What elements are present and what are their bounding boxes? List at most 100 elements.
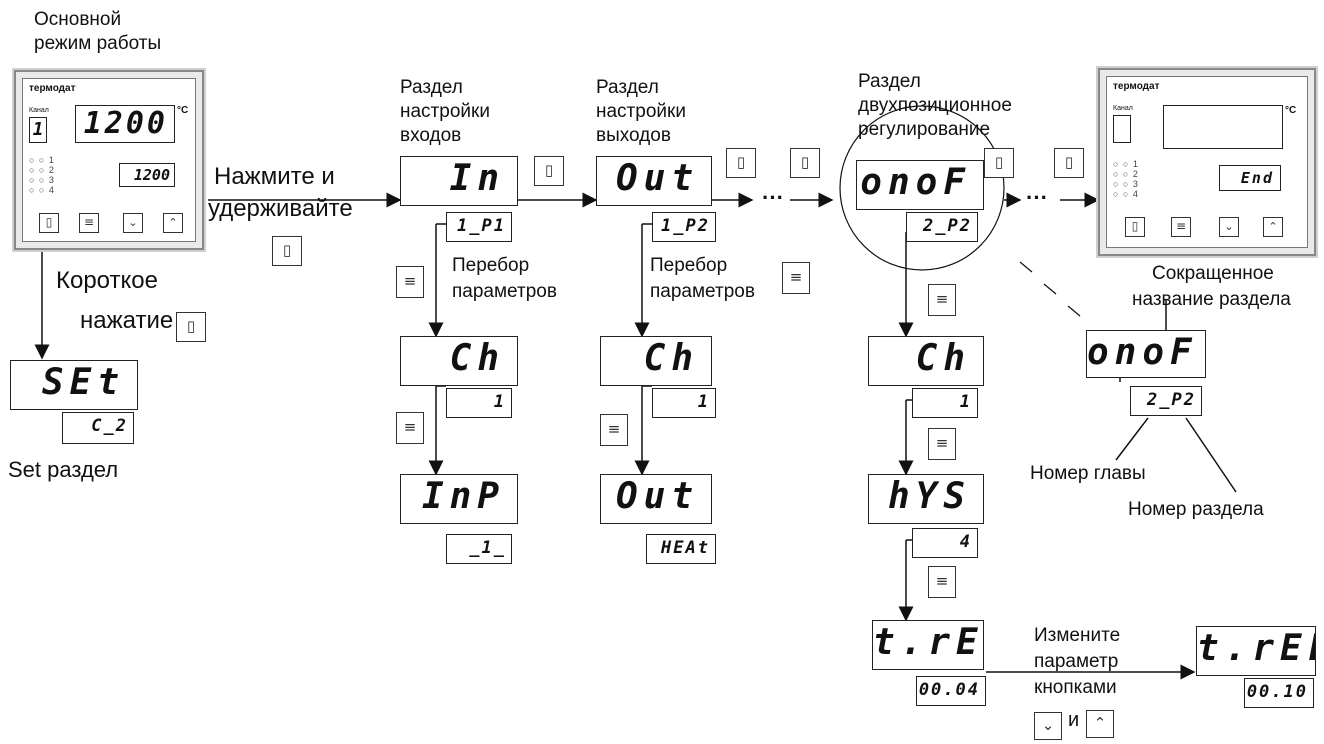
ellipsis-2: ··· [1026, 185, 1048, 210]
next-page-key: ▯ [790, 148, 820, 178]
page-button[interactable]: ▯ [1125, 217, 1145, 237]
menu-button-icon: ≡ [789, 268, 803, 286]
down-button[interactable]: ⌄ [123, 213, 143, 233]
inputs-menu-key: ≡ [396, 266, 424, 298]
page-button-icon: ▯ [800, 153, 810, 171]
set-display: SEt [10, 360, 138, 410]
down-arrow-button-icon: ⌄ [1224, 220, 1234, 233]
led-indicators: ○ ○ 1○ ○ 2○ ○ 3○ ○ 4 [29, 155, 55, 195]
outputs-display: Out [596, 156, 712, 206]
unit-label: °C [177, 105, 189, 116]
outputs-page-key: ▯ [726, 148, 756, 178]
ellipsis-1: ··· [762, 185, 784, 210]
end-page-key: ▯ [1054, 148, 1084, 178]
set-section-label: Set раздел [8, 457, 119, 482]
menu-button-icon: ≡ [1175, 219, 1187, 233]
channel-label: Канал [29, 107, 49, 114]
legend-section-sub-display: 2_P2 [1130, 386, 1202, 416]
up-arrow-button-icon: ⌃ [168, 216, 178, 229]
page-button-icon: ▯ [186, 317, 196, 335]
inputs-sub-display: 1_P1 [446, 212, 512, 242]
device-front-panel: термодат Канал 1 1200 °C ○ ○ 1○ ○ 2○ ○ 3… [14, 70, 204, 250]
main-mode-label: Основной [34, 9, 122, 30]
inputs-menu-key-2: ≡ [396, 412, 424, 444]
change-param-label-2: параметр [1034, 651, 1119, 672]
up-arrow-button-icon: ⌃ [1093, 714, 1107, 732]
led-indicators: ○ ○ 1○ ○ 2○ ○ 3○ ○ 4 [1113, 159, 1139, 199]
down-arrow-button-icon: ⌄ [1041, 716, 1055, 734]
outputs-sub-display: 1_P2 [652, 212, 716, 242]
outputs-section-label-2: настройки [596, 101, 686, 122]
down-arrow-button-icon: ⌄ [128, 216, 138, 229]
trel-display: t.rEL [872, 620, 984, 670]
inputs-page-key: ▯ [534, 156, 564, 186]
menu-button-icon: ≡ [403, 272, 417, 290]
onoff-page-key: ▯ [984, 148, 1014, 178]
set-sub-display: C_2 [62, 412, 134, 444]
channel-sub-display-1: 1 [446, 388, 512, 418]
hysteresis-display: hYS [868, 474, 984, 524]
outputs-menu-key-2: ≡ [600, 414, 628, 446]
menu-button-icon: ≡ [83, 215, 95, 229]
page-button-icon: ▯ [736, 153, 746, 171]
outputs-section-label-3: выходов [596, 125, 671, 146]
page-button-icon: ▯ [544, 161, 554, 179]
page-button-icon: ▯ [994, 153, 1004, 171]
page-button-icon: ▯ [45, 215, 53, 229]
channel-display-1: Ch [400, 336, 518, 386]
param-cycle-label-2b: параметров [650, 281, 755, 302]
press-hold-label: Нажмите и [214, 163, 335, 190]
brand-label: термодат [1113, 81, 1160, 92]
param-cycle-label-2a: Перебор [650, 255, 728, 276]
outputs-section-label-1: Раздел [596, 77, 659, 98]
param-cycle-label-1b: параметров [452, 281, 557, 302]
main-value-display [1163, 105, 1283, 149]
page-button-icon: ▯ [282, 241, 292, 259]
down-key: ⌄ [1034, 712, 1062, 740]
menu-button-icon: ≡ [935, 572, 949, 590]
short-press-label-2: нажатие [80, 307, 174, 334]
short-press-label: Короткое [56, 267, 158, 294]
main-mode-label-2: режим работы [34, 33, 162, 54]
up-button[interactable]: ⌃ [1263, 217, 1283, 237]
trel-new-display: t.rEL [1196, 626, 1316, 676]
menu-button-icon: ≡ [935, 434, 949, 452]
change-param-label-3: кнопками [1034, 677, 1117, 698]
onoff-section-label-2: двухпозиционное [858, 95, 1012, 116]
short-name-label-2: название раздела [1132, 289, 1291, 310]
short-name-label-1: Сокращенное [1152, 263, 1274, 284]
outputs-menu-key: ≡ [782, 262, 810, 294]
unit-label: °C [1285, 105, 1297, 116]
onoff-menu-key-3: ≡ [928, 566, 956, 598]
up-button[interactable]: ⌃ [163, 213, 183, 233]
main-value-display: 1200 [75, 105, 175, 143]
onoff-section-label-3: регулирование [858, 119, 991, 140]
inputs-section-label-1: Раздел [400, 77, 463, 98]
menu-button-icon: ≡ [935, 290, 949, 308]
device-front-panel-end: термодат Канал °C ○ ○ 1○ ○ 2○ ○ 3○ ○ 4 E… [1098, 68, 1316, 256]
input-type-sub-display: _1_ [446, 534, 512, 564]
short-press-page-key: ▯ [176, 312, 206, 342]
onoff-sub-display: 2_P2 [906, 212, 978, 242]
and-label: и [1068, 709, 1080, 731]
sub-value-display: End [1219, 165, 1281, 191]
param-cycle-label-1a: Перебор [452, 255, 530, 276]
output-mode-sub-display: HEAt [646, 534, 716, 564]
down-button[interactable]: ⌄ [1219, 217, 1239, 237]
channel-sub-display-3: 1 [912, 388, 978, 418]
onoff-display: onoF [856, 160, 984, 210]
channel-sub-display-2: 1 [652, 388, 716, 418]
section-number-label: Номер раздела [1128, 499, 1264, 520]
trel-new-sub-display: 00.10 [1244, 678, 1314, 708]
chapter-number-label: Номер главы [1030, 463, 1146, 484]
inputs-section-label-3: входов [400, 125, 462, 146]
onoff-menu-key: ≡ [928, 284, 956, 316]
hysteresis-sub-display: 4 [912, 528, 978, 558]
up-arrow-button-icon: ⌃ [1268, 220, 1278, 233]
page-button[interactable]: ▯ [39, 213, 59, 233]
page-button-icon: ▯ [1064, 153, 1074, 171]
menu-button[interactable]: ≡ [79, 213, 99, 233]
menu-button[interactable]: ≡ [1171, 217, 1191, 237]
legend-section-display: onoF [1086, 330, 1206, 378]
inputs-display: In [400, 156, 518, 206]
